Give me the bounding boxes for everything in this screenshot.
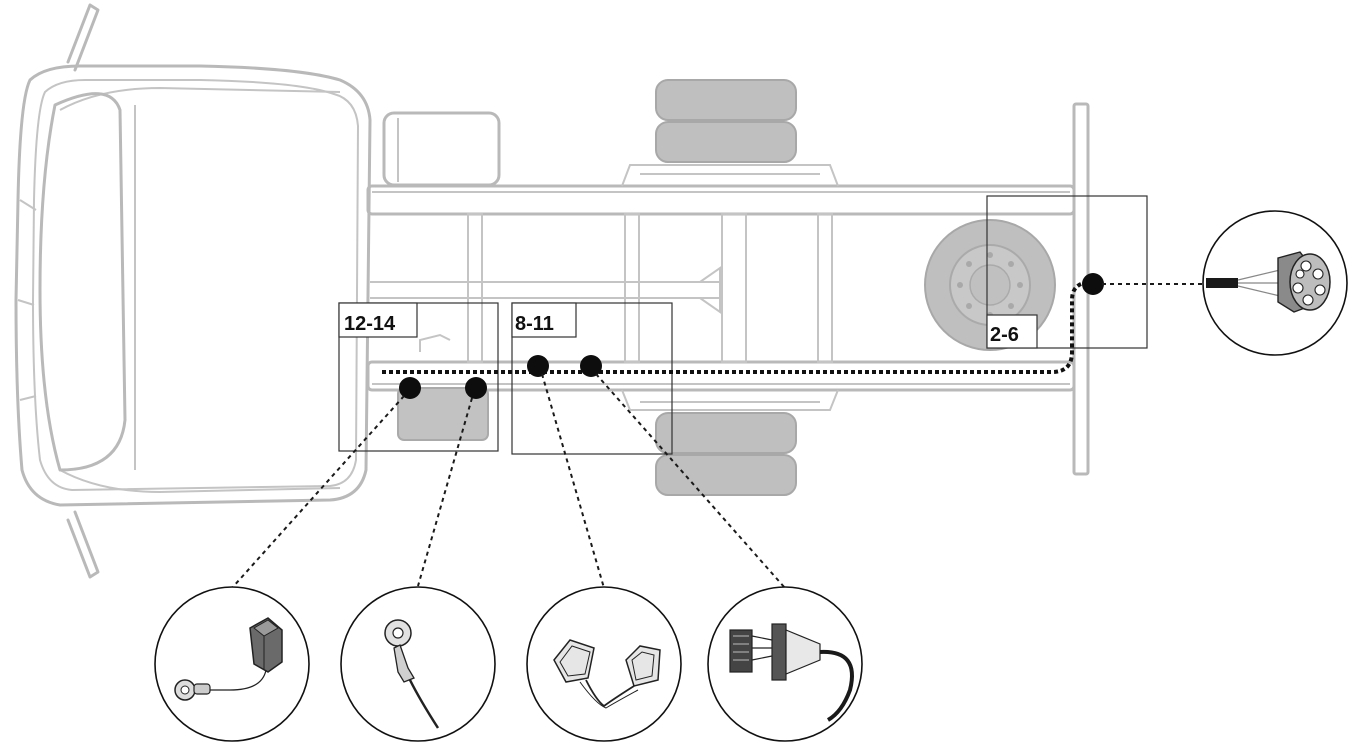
connection-point-5 — [1082, 273, 1104, 295]
truck-cab — [14, 3, 372, 579]
callout-box-2-6: 2-6 — [986, 195, 1148, 349]
wiring-harness — [382, 280, 1093, 374]
connection-point-1 — [399, 377, 421, 399]
callout-box-8-11: 8-11 — [511, 302, 673, 455]
connection-point-3 — [527, 355, 549, 377]
rear-wheels — [655, 79, 797, 496]
callout-label-8-11: 8-11 — [515, 313, 554, 335]
connection-point-2 — [465, 377, 487, 399]
round-multipin-connector-icon — [1202, 210, 1348, 356]
callout-label-12-14: 12-14 — [344, 313, 396, 335]
ring-terminal-icon — [340, 586, 496, 742]
connection-points — [399, 273, 1104, 399]
connection-point-4 — [580, 355, 602, 377]
battery-box — [382, 111, 501, 187]
leader-lines — [231, 283, 1205, 589]
callout-label-2-6: 2-6 — [990, 324, 1019, 346]
connector-pair-icon — [526, 586, 682, 742]
fuel-tank — [397, 333, 489, 441]
callout-box-12-14: 12-14 — [338, 302, 499, 452]
relay-with-ring-terminal-icon — [154, 586, 310, 742]
ribbon-cable-connector-icon — [707, 586, 863, 742]
